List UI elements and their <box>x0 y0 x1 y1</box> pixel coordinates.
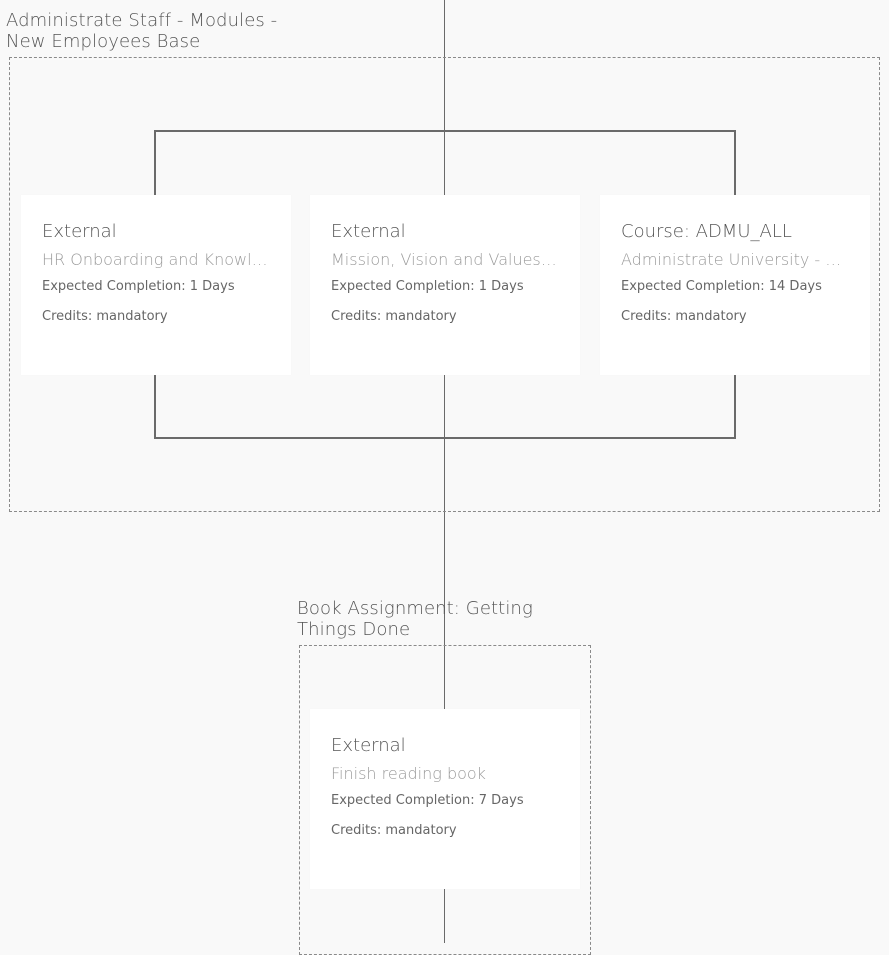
module-card[interactable]: External Finish reading book Expected Co… <box>310 709 580 889</box>
group-title-line: Book Assignment: Getting <box>297 598 533 619</box>
group-container <box>9 57 880 512</box>
card-name: Administrate University - All Modules <box>621 250 850 269</box>
group-title-line: Things Done <box>297 619 411 640</box>
expected-completion: Expected Completion: 1 Days <box>42 279 235 294</box>
card-name: Mission, Vision and Values Training <box>331 250 560 269</box>
group-title: Book Assignment: Getting Things Done <box>297 598 533 640</box>
card-name: Finish reading book <box>331 764 486 783</box>
card-type: External <box>331 221 406 242</box>
connector-line-bottom <box>444 889 445 943</box>
credits: Credits: mandatory <box>621 309 747 324</box>
expected-completion: Expected Completion: 7 Days <box>331 793 524 808</box>
expected-completion: Expected Completion: 14 Days <box>621 279 822 294</box>
credits: Credits: mandatory <box>42 309 168 324</box>
card-type: External <box>42 221 117 242</box>
module-card[interactable]: External Mission, Vision and Values Trai… <box>310 195 580 375</box>
credits: Credits: mandatory <box>331 309 457 324</box>
group-title-line: New Employees Base <box>6 31 201 52</box>
card-type: Course: ADMU_ALL <box>621 221 792 242</box>
connector-line-middle <box>444 375 445 709</box>
expected-completion: Expected Completion: 1 Days <box>331 279 524 294</box>
group-title: Administrate Staff - Modules - New Emplo… <box>6 10 277 52</box>
card-type: External <box>331 735 406 756</box>
card-name: HR Onboarding and Knowledge Sharing <box>42 250 271 269</box>
connector-line-top <box>444 0 445 195</box>
module-card[interactable]: External HR Onboarding and Knowledge Sha… <box>21 195 291 375</box>
module-card[interactable]: Course: ADMU_ALL Administrate University… <box>600 195 870 375</box>
group-title-line: Administrate Staff - Modules - <box>6 10 278 31</box>
credits: Credits: mandatory <box>331 823 457 838</box>
